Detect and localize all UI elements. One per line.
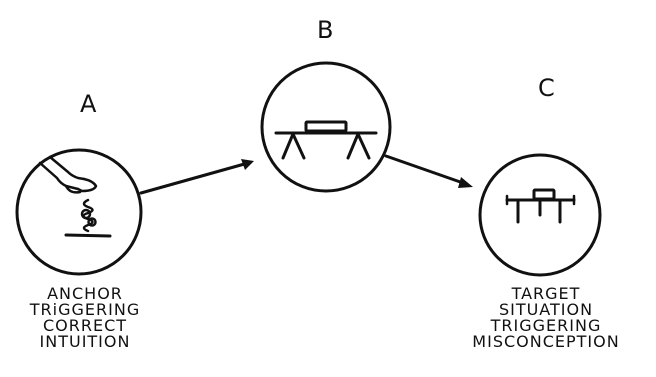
stage-a-caption: ANCHOR TRiGGERING CORRECT INTUITION	[0, 286, 170, 350]
arrow-a-to-b	[139, 159, 254, 195]
arrow-b-to-c	[384, 154, 473, 188]
stage-c-letter: C	[538, 74, 555, 102]
hand-pressing-spring-icon	[38, 155, 112, 238]
block-on-table-icon	[505, 188, 576, 224]
stage-c-caption-line: MISCONCEPTION	[472, 332, 620, 351]
stage-a-circle	[15, 148, 143, 276]
stage-c-caption-line: TARGET	[511, 284, 581, 303]
stage-c-caption-line: SITUATION	[498, 300, 594, 319]
book-on-table-icon	[274, 120, 378, 160]
stage-c-caption: TARGET SITUATION TRIGGERING MISCONCEPTIO…	[446, 286, 646, 350]
stage-b-letter: B	[317, 16, 334, 44]
stage-c-circle	[478, 153, 602, 277]
stage-b-circle	[260, 61, 392, 193]
stage-a-letter: A	[80, 90, 97, 118]
stage-a-caption-line: ANCHOR	[47, 284, 123, 303]
stage-a-caption-line: CORRECT	[42, 316, 128, 335]
stage-c-caption-line: TRIGGERING	[490, 316, 602, 335]
stage-a-caption-line: TRiGGERING	[29, 300, 141, 319]
stage-a-caption-line: INTUITION	[39, 332, 131, 351]
